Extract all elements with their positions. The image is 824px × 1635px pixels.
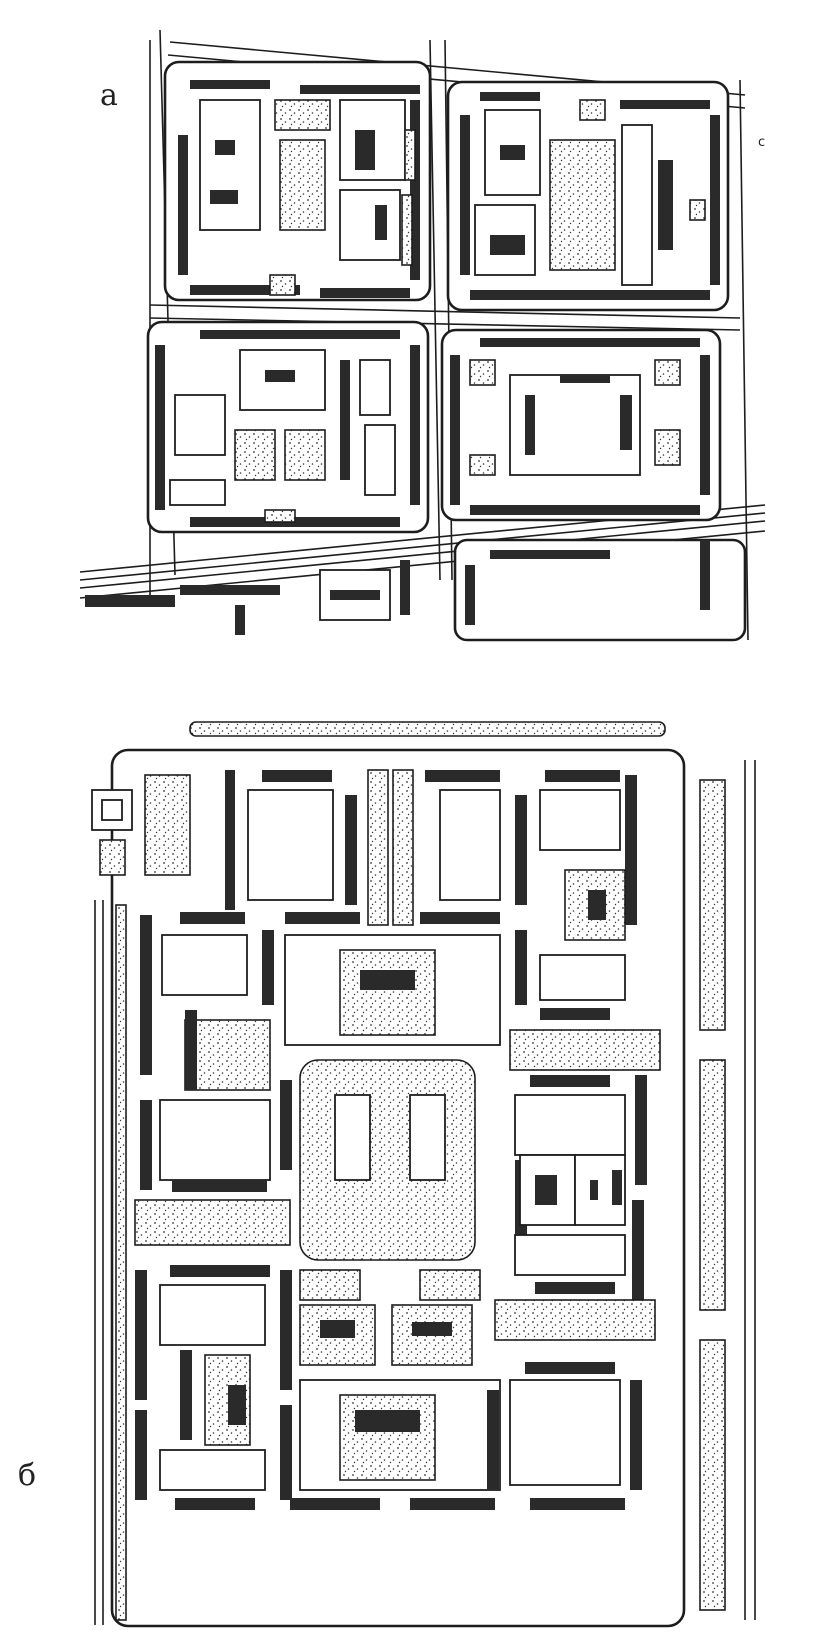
lower-row-b [135,1304,642,1510]
upper-row-b [225,769,637,941]
plan-a-drawing [79,29,766,642]
block-a1 [163,60,432,302]
block-a3 [146,320,430,534]
block-a4 [440,328,722,522]
block-a2 [446,80,730,312]
north-arrow-label: с [758,135,766,150]
plan-a-label: а [100,78,118,113]
second-row-b [140,912,626,1091]
middle-right-b [494,1029,661,1341]
plan-b: б [0,690,824,1635]
plan-b-label: б [18,1458,37,1493]
south-fragments-a [85,538,747,642]
middle-left-b [134,1099,292,1400]
plan-a: а с [0,0,824,650]
plan-b-drawing [91,721,756,1628]
nw-corner-b [91,774,191,876]
central-park-b [280,1059,481,1301]
